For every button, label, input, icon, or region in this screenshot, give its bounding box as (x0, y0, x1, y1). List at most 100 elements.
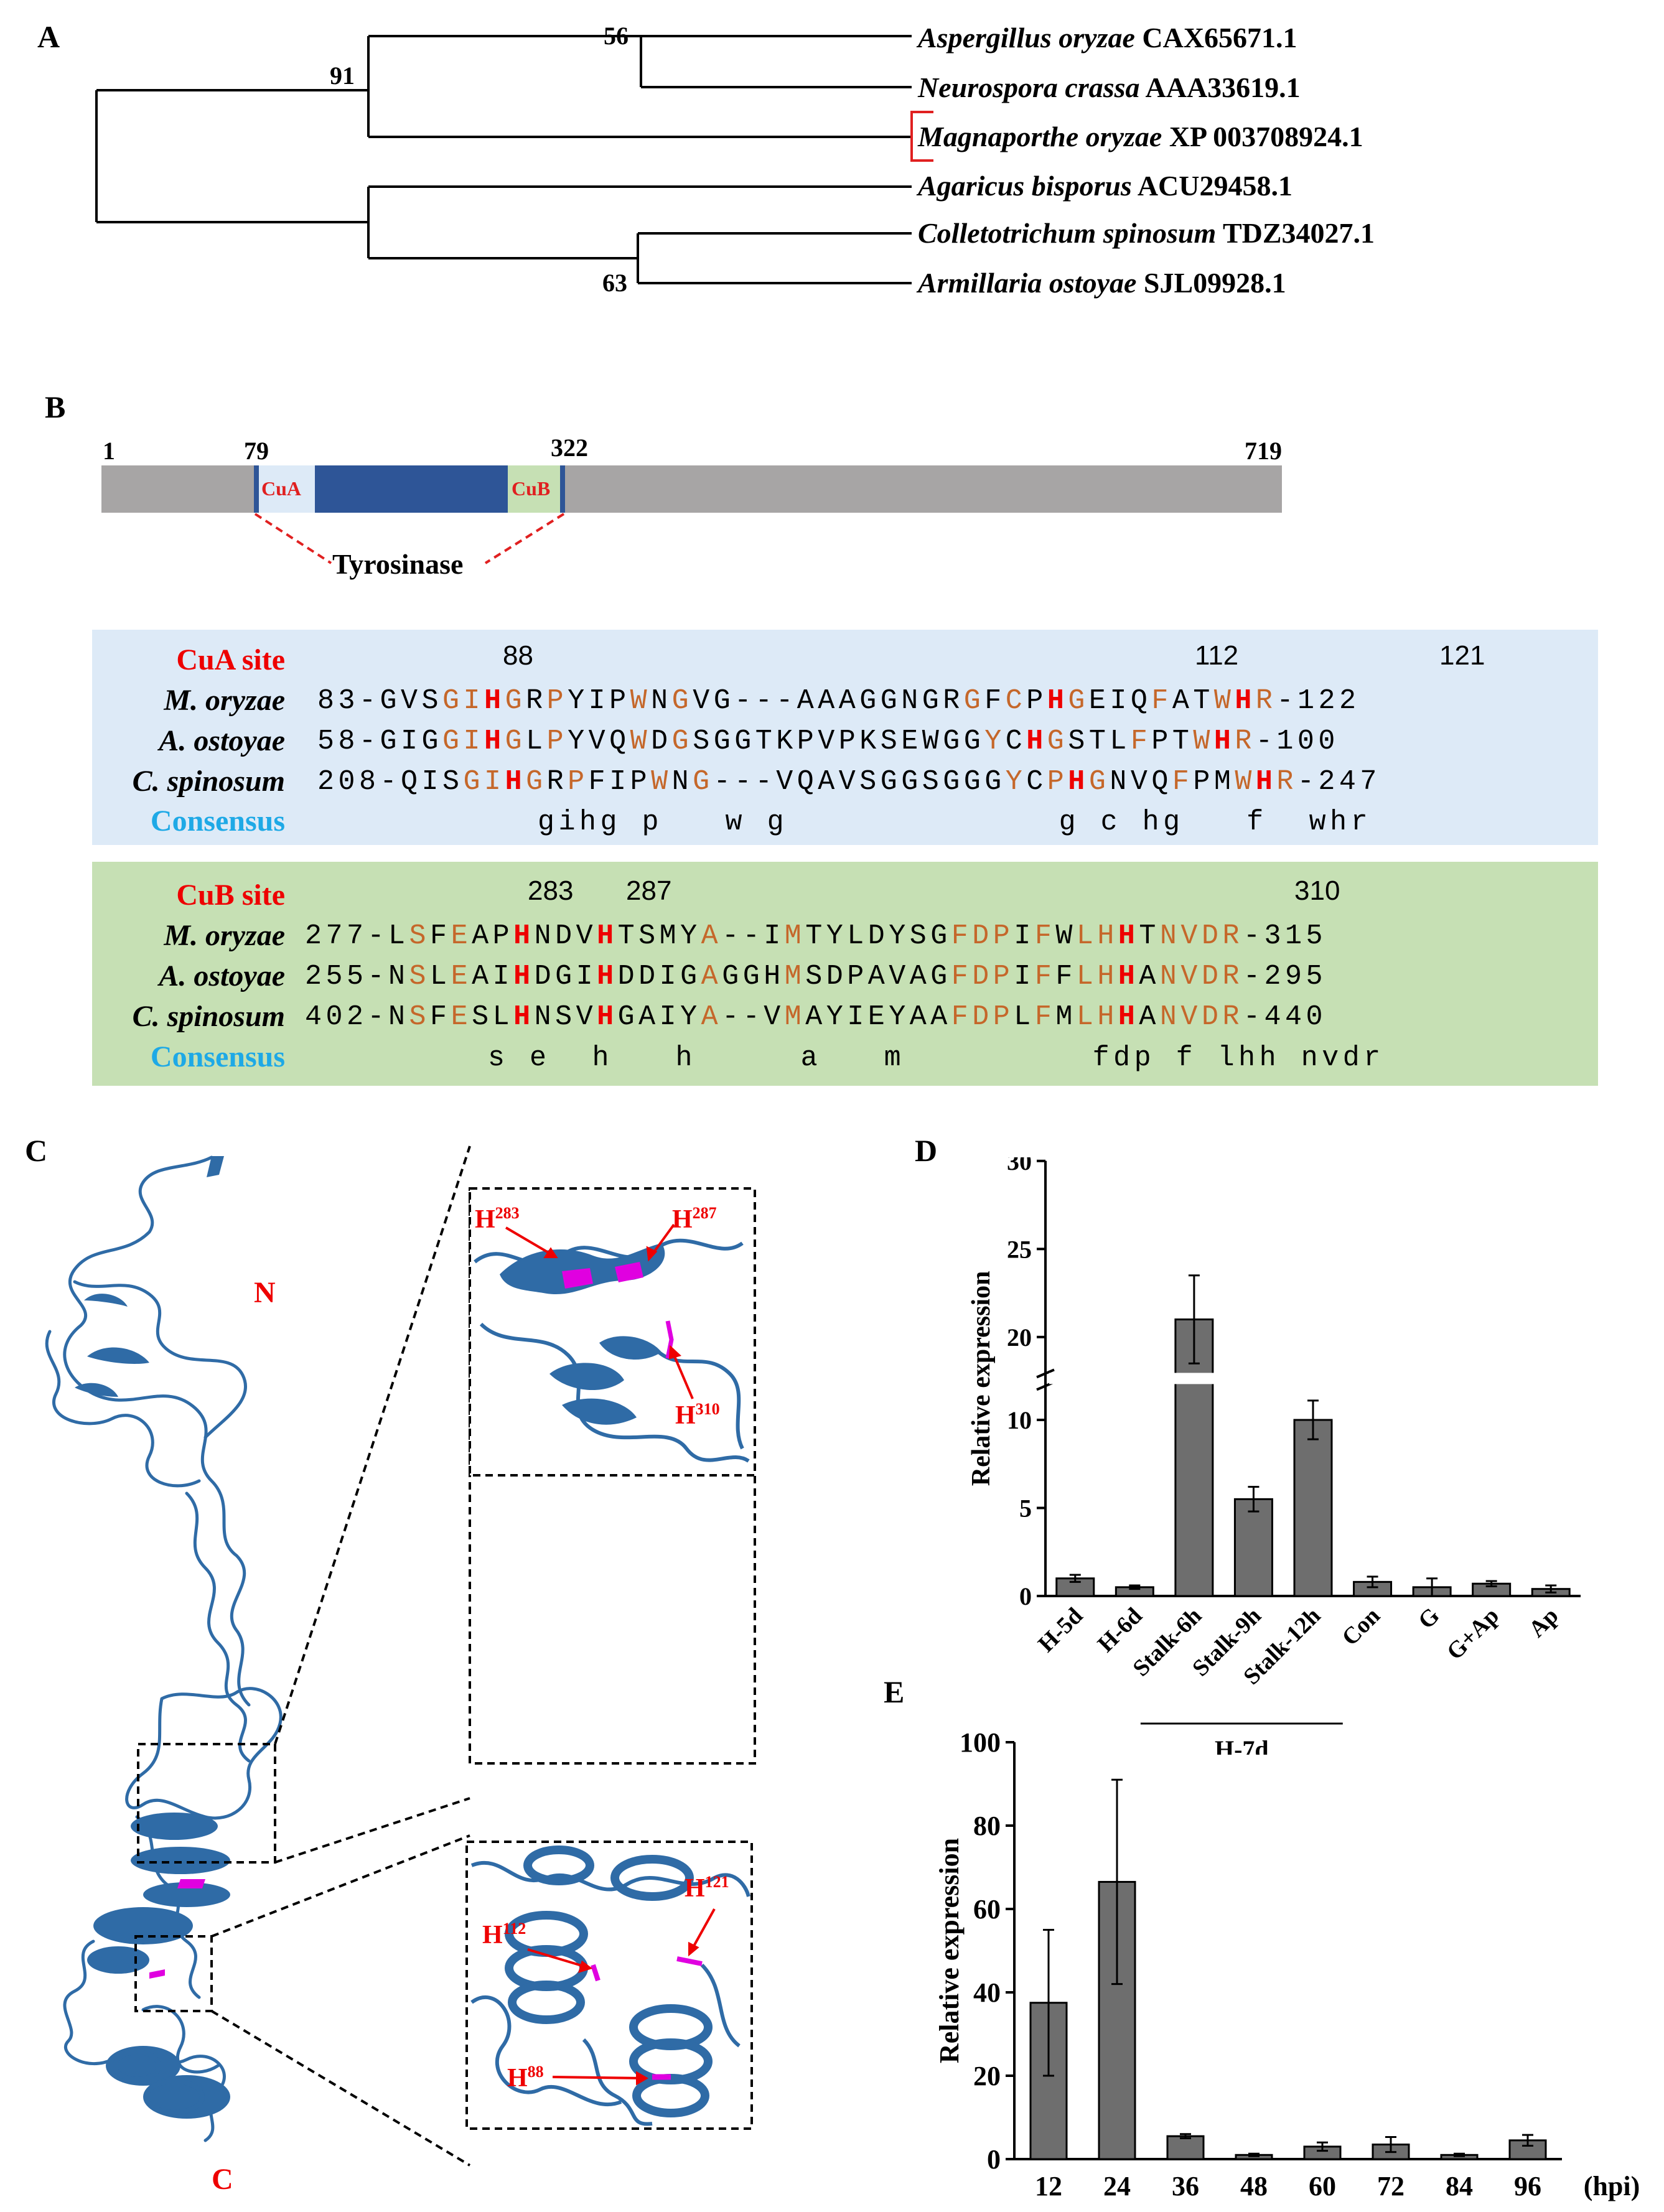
species-name: Magnaporthe oryzae (918, 121, 1162, 152)
x-tick-label: G+Ap (1442, 1603, 1504, 1665)
tree-leaf-2: Neurospora crassa AAA33619.1 (918, 73, 1301, 102)
accession: CAX65671.1 (1142, 22, 1297, 54)
accession: AAA33619.1 (1145, 72, 1301, 103)
cua-species-3: C. spinosum (132, 765, 285, 798)
cua-consensus-label: Consensus (150, 805, 285, 838)
cub-pos-287: 287 (626, 875, 672, 906)
his-310 (665, 1320, 674, 1359)
x-tick-label: Con (1337, 1603, 1385, 1651)
bar (1233, 1498, 1273, 1597)
panel-label-a: A (37, 19, 60, 54)
y-tick-label: 0 (1019, 1582, 1032, 1610)
his-number: 88 (527, 2063, 544, 2081)
y-tick-label: 100 (960, 1727, 1001, 1758)
y-tick-label: 0 (987, 2144, 1001, 2175)
y-tick-label: 10 (1007, 1406, 1032, 1434)
accession: SJL09928.1 (1143, 267, 1286, 299)
label-h283: H283 (475, 1204, 520, 1234)
axis-break-mark (1036, 1368, 1055, 1379)
bar (1293, 1419, 1333, 1597)
his-121 (676, 1956, 703, 1966)
label-h287: H287 (672, 1204, 717, 1234)
bar (1166, 2135, 1205, 2160)
domain-diagram (101, 465, 1282, 564)
tree-leaf-5: Colletotrichum spinosum TDZ34027.1 (918, 219, 1375, 248)
label-h88: H88 (507, 2063, 544, 2093)
x-tick-label: 24 (1103, 2171, 1131, 2201)
x-axis-unit: (hpi) (1584, 2171, 1640, 2201)
x-tick-label: 36 (1172, 2171, 1199, 2201)
cua-alignment: CuA site 88 112 121 M. oryzae 83-GVSGIHG… (92, 630, 1598, 845)
domain-cub-pos: 322 (551, 434, 588, 462)
inset-cub-detail (469, 1187, 756, 1477)
his-site-cub (177, 1879, 205, 1888)
phylogenetic-tree (95, 35, 933, 284)
x-tick-label: 12 (1035, 2171, 1062, 2201)
cub-alignment: CuB site 283 287 310 M. oryzae 277-LSFEA… (92, 862, 1598, 1086)
domain-start-pos: 1 (103, 437, 115, 465)
bootstrap-56: 56 (604, 22, 629, 50)
x-tick-label: 84 (1446, 2171, 1473, 2201)
cua-consensus: gihg p w g g c hg f whr (454, 806, 1372, 838)
y-tick-label: 30 (1007, 1157, 1032, 1175)
cua-pos-121: 121 (1439, 640, 1485, 671)
cua-label: CuA (261, 477, 302, 500)
cua-pos-112: 112 (1195, 640, 1239, 671)
cub-species-2: A. ostoyae (159, 959, 285, 992)
highlight-box (910, 111, 933, 162)
tyrosinase-core (315, 465, 508, 513)
cub-title: CuB site (176, 879, 285, 912)
label-h121: H121 (685, 1873, 729, 1903)
his-112 (591, 1964, 601, 1982)
y-tick-label: 20 (973, 2061, 1001, 2091)
tree-leaf-3: Magnaporthe oryzae XP 003708924.1 (918, 123, 1363, 151)
cub-seq-3: 402-NSFESLHNSVHGAIYA--VMAYIEYAAFDPLFMLHH… (305, 1001, 1327, 1033)
x-tick-label: Ap (1524, 1603, 1564, 1643)
cub-consensus-label: Consensus (150, 1040, 285, 1073)
cub-consensus: s e h h a m fdp f lhh nvdr (404, 1042, 1385, 1074)
axis-break-band (1049, 1373, 1578, 1384)
helices (75, 1156, 230, 2119)
y-tick-label: 5 (1019, 1495, 1032, 1523)
zoom-box-lower (134, 1935, 213, 2012)
tree-leaf-4: Agaricus bisporus ACU29458.1 (918, 172, 1292, 200)
his-letter: H (475, 1205, 495, 1234)
x-tick-label: 72 (1377, 2171, 1405, 2201)
label-h112: H112 (482, 1920, 526, 1950)
label-c-terminus: C (212, 2163, 233, 2196)
his-287 (615, 1262, 643, 1282)
his-number: 283 (495, 1204, 520, 1222)
cua-title: CuA site (176, 643, 285, 676)
y-axis-label: Relative expression (967, 1271, 996, 1486)
his-letter: H (672, 1205, 693, 1234)
his-letter: H (685, 1874, 705, 1903)
his-site-cua (149, 1969, 165, 1979)
panel-label-c: C (25, 1133, 48, 1168)
x-tick-label: 60 (1309, 2171, 1336, 2201)
x-tick-label: G (1413, 1603, 1445, 1635)
species-name: Neurospora crassa (918, 72, 1140, 103)
cub-pos-310: 310 (1294, 875, 1340, 906)
bar (1174, 1318, 1214, 1597)
cub-label: CuB (512, 477, 551, 500)
his-number: 121 (704, 1873, 729, 1891)
x-tick-label: H-5d (1033, 1603, 1088, 1658)
his-letter: H (507, 2064, 528, 2093)
zoom-box-upper (137, 1743, 276, 1864)
y-tick-label: 80 (973, 1811, 1001, 1841)
species-name: Aspergillus oryzae (918, 22, 1135, 54)
cua-seq-1: 83-GVSGIHGRPYIPWNGVG---AAAGGNGRGFCPHGEIQ… (317, 685, 1360, 717)
tyrosinase-label: Tyrosinase (332, 548, 464, 580)
cub-seq-1: 277-LSFEAPHNDVHTSMYA--IMTYLDYSGFDPIFWLHH… (305, 920, 1327, 952)
panel-label-e: E (884, 1674, 905, 1709)
cub-pos-283: 283 (528, 875, 574, 906)
cua-pos-88: 88 (503, 640, 533, 671)
cub-species-1: M. oryzae (164, 919, 285, 952)
y-tick-label: 60 (973, 1894, 1001, 1925)
cua-region (256, 465, 315, 513)
group-label: H-7d (1215, 1735, 1269, 1755)
tree-leaf-1: Aspergillus oryzae CAX65671.1 (918, 24, 1297, 52)
y-axis-label: Relative expression (934, 1838, 965, 2063)
